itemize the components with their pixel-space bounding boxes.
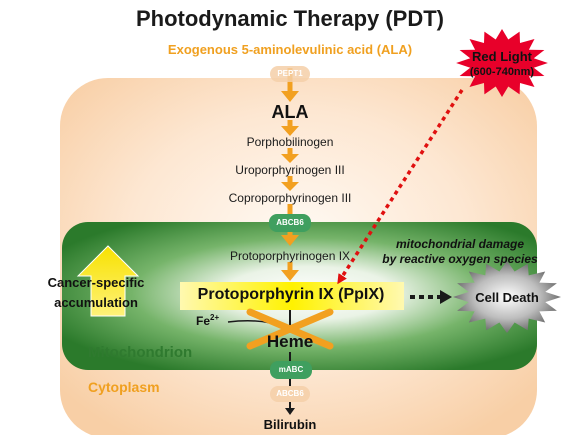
protoporphyrinogen-label: Protoporphyrinogen IX [229, 249, 351, 263]
abcb6-upper-label: ABCB6 [276, 218, 304, 227]
ala-label: ALA [271, 102, 309, 122]
cytoplasm-label: Cytoplasm [88, 379, 160, 395]
heme-label: Heme [266, 332, 314, 351]
coproporphyrinogen-label: Coproporphyrinogen III [228, 191, 352, 205]
mabc-label: mABC [278, 365, 304, 374]
ppix-box [180, 282, 404, 310]
source-compound-label: Exogenous 5-aminolevulinic acid (ALA) [167, 42, 413, 57]
accumulation-line-1: Cancer-specific [47, 275, 145, 290]
accumulation-arrow [76, 245, 140, 317]
abcb6-lower-label: ABCB6 [276, 389, 304, 398]
abcb6-lower-transporter [270, 386, 310, 402]
page-title: Photodynamic Therapy (PDT) [135, 6, 445, 31]
ppix-label: Protoporphyrin IX (PpIX) [197, 286, 385, 303]
pept1-transporter [270, 66, 310, 82]
porphobilinogen-label: Porphobilinogen [246, 135, 334, 149]
red-light-wavelength: (600-740nm) [469, 66, 535, 78]
to-cell-death-arrow [410, 290, 452, 304]
accumulation-line-2: accumulation [54, 295, 138, 310]
blocked-x-icon [246, 308, 334, 350]
cell-death-label: Cell Death [475, 290, 539, 305]
abcb6-upper-transporter [269, 214, 311, 232]
pept1-label: PEPT1 [277, 69, 303, 78]
uroporphyrinogen-label: Uroporphyrinogen III [235, 163, 345, 177]
iron-label: Fe2+ [196, 313, 220, 328]
red-light-arrow [337, 89, 464, 285]
mabc-transporter [270, 361, 312, 379]
damage-line-2: by reactive oxygen species [382, 252, 538, 266]
mitochondrion-label: Mitochondrion [88, 344, 193, 361]
iron-symbol: Fe [196, 314, 211, 328]
damage-line-1: mitochondrial damage [395, 237, 525, 251]
red-light-burst [456, 29, 548, 97]
pathway-arrows [281, 68, 299, 281]
iron-charge: 2+ [210, 313, 220, 322]
bilirubin-label: Bilirubin [263, 417, 317, 432]
heme-to-bilirubin-arrow [285, 352, 295, 415]
red-light-label: Red Light [472, 49, 532, 64]
cell-death-burst [453, 261, 561, 333]
